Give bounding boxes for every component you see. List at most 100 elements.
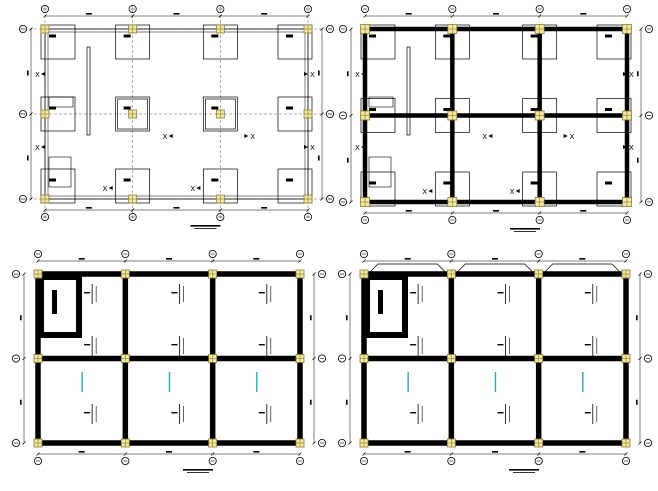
- plan-title-underline: [513, 472, 535, 473]
- footing-tag: [49, 34, 56, 38]
- bottom-dimension-tick: [123, 452, 128, 456]
- right-dimension-value: [637, 71, 639, 77]
- plan-title: [509, 469, 539, 471]
- top-dimension-tick: [624, 259, 628, 263]
- section-arrow: [244, 134, 249, 138]
- top-dimension-value: [261, 13, 268, 15]
- bottom-dimension-value: [85, 207, 92, 209]
- footing-tag: [605, 34, 612, 38]
- beam-horizontal: [362, 355, 628, 362]
- footing-tag: [211, 34, 219, 38]
- top-dimension-tick: [450, 14, 455, 18]
- plan-title: [510, 228, 540, 230]
- top-dimension-tick: [449, 259, 454, 263]
- stair-box: [48, 156, 72, 188]
- section-mark: X: [310, 71, 315, 79]
- bottom-dimension-tick: [36, 452, 40, 456]
- top-dimension-tick: [210, 259, 215, 263]
- footing-tag: [211, 106, 219, 110]
- top-dimension-value: [492, 258, 498, 260]
- footing-tag: [211, 178, 219, 182]
- footing: [40, 168, 76, 204]
- top-dimension-value: [78, 258, 85, 260]
- beam-horizontal: [36, 355, 302, 362]
- footing-tag: [49, 178, 56, 182]
- bottom-dimension-tick: [624, 452, 628, 456]
- rebar-tag: [410, 344, 417, 346]
- section-mark: X: [422, 188, 427, 196]
- footing-tag: [286, 106, 293, 110]
- panel-first-floor-beam-plan: [337, 249, 653, 473]
- left-dimension-tick: [349, 200, 353, 204]
- bottom-dimension-value: [78, 451, 85, 453]
- top-dimension-value: [493, 13, 499, 15]
- rebar-tag: [497, 292, 504, 294]
- rebar-tag: [497, 344, 504, 346]
- beam-horizontal: [363, 113, 629, 118]
- section-mark: X: [629, 144, 634, 152]
- section-arrow: [196, 186, 201, 190]
- wall-strip: [86, 46, 91, 136]
- section-arrow: [41, 145, 45, 149]
- section-arrow: [41, 72, 45, 76]
- footing: [360, 24, 396, 60]
- left-dimension-value: [346, 399, 348, 405]
- section-mark: X: [250, 133, 255, 141]
- bottom-dimension-tick: [536, 452, 541, 456]
- footing-tag: [369, 108, 376, 111]
- top-dimension-tick: [36, 259, 40, 263]
- plan-title: [183, 469, 213, 471]
- footing: [596, 24, 632, 60]
- right-dimension-value: [310, 315, 312, 321]
- section-mark: X: [570, 133, 575, 141]
- bottom-dimension-value: [253, 451, 260, 453]
- plan-title-underline: [187, 472, 209, 473]
- top-dimension-value: [85, 13, 92, 15]
- footing: [360, 171, 396, 207]
- footing-tag: [605, 108, 612, 111]
- top-dimension-tick: [363, 14, 367, 18]
- left-dimension-value: [347, 157, 349, 163]
- left-dimension-value: [27, 155, 29, 161]
- bottom-dimension-value: [404, 451, 411, 453]
- section-arrow: [108, 186, 113, 190]
- rebar-tag: [258, 292, 265, 294]
- beam-horizontal: [362, 271, 628, 277]
- section-mark: X: [510, 188, 515, 196]
- rebar-tag: [84, 412, 91, 414]
- bottom-dimension-tick: [298, 452, 302, 456]
- top-dimension-tick: [536, 259, 541, 263]
- rebar-tag: [584, 344, 591, 346]
- rebar-tag: [584, 412, 591, 414]
- section-mark: X: [103, 185, 108, 193]
- left-dimension-value: [20, 315, 22, 321]
- section-mark: X: [355, 71, 360, 79]
- bottom-dimension-value: [493, 210, 499, 212]
- footing-tag: [530, 181, 538, 185]
- footing-tag: [123, 106, 131, 110]
- section-mark: X: [35, 71, 40, 79]
- left-dimension-tick: [22, 441, 26, 445]
- right-dimension-tick: [638, 272, 642, 276]
- left-dimension-tick: [22, 356, 26, 361]
- top-dimension-value: [579, 258, 586, 260]
- top-dimension-tick: [123, 259, 128, 263]
- footing-tag: [443, 108, 451, 111]
- bottom-dimension-value: [492, 451, 498, 453]
- right-dimension-value: [636, 399, 638, 405]
- right-dimension-tick: [638, 356, 642, 361]
- section-arrow: [168, 134, 173, 138]
- section-arrow: [488, 134, 493, 138]
- right-dimension-tick: [639, 113, 643, 118]
- top-dimension-tick: [298, 259, 302, 263]
- section-arrow: [428, 189, 433, 193]
- stair-core-flight: [378, 290, 383, 314]
- section-mark: X: [355, 144, 360, 152]
- section-mark: X: [35, 144, 40, 152]
- stair-core-void: [44, 280, 76, 332]
- rebar-tag: [258, 344, 265, 346]
- bottom-dimension-tick: [363, 211, 367, 215]
